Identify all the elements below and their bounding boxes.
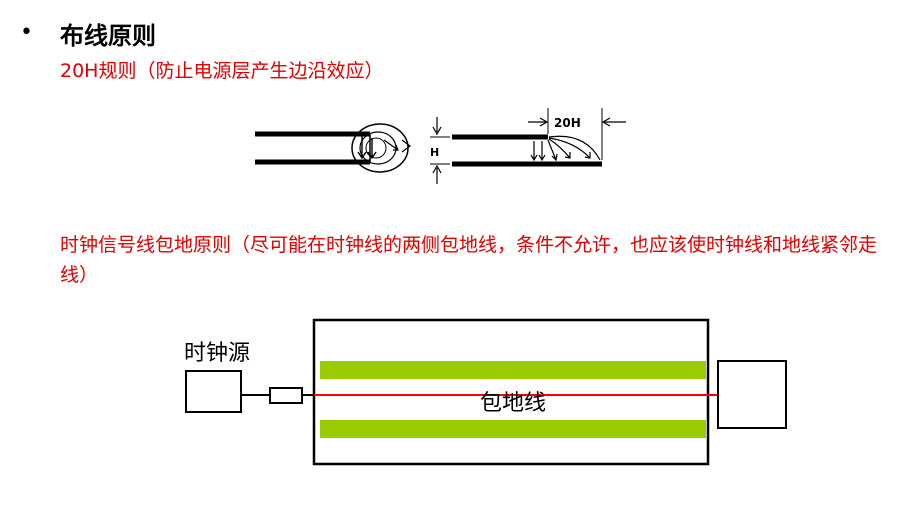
field-arrow-out	[383, 139, 399, 151]
h-dim-arrowhead-bottom	[432, 164, 442, 174]
bullet-marker: •	[20, 20, 33, 45]
clock-source-label: 时钟源	[184, 341, 250, 366]
guard-trace-bottom	[320, 420, 706, 438]
20h-arrowhead-left	[539, 117, 549, 127]
field-arrow-down-2	[367, 138, 377, 160]
20h-rule-diagram: H 20H	[430, 108, 626, 184]
pcb-region	[312, 318, 710, 466]
fringe-arrow-1	[530, 141, 538, 162]
clock-source-box	[185, 370, 242, 413]
fringe-arrow-6	[548, 135, 601, 161]
h-label: H	[430, 146, 439, 159]
guard-trace-label: 包地线	[480, 391, 546, 416]
field-arrow-right	[401, 139, 411, 153]
load-box	[717, 360, 787, 429]
rule-20h-text: 20H规则（防止电源层产生边沿效应）	[60, 60, 384, 82]
rule-clock-text: 时钟信号线包地原则（尽可能在时钟线的两侧包地线，条件不允许，也应该使时钟线和地线…	[60, 234, 878, 286]
fringe-arrow-2	[538, 141, 546, 162]
field-ring-middle	[359, 131, 397, 165]
fringe-arrow-5	[548, 137, 591, 159]
edge-field-diagram	[255, 123, 411, 173]
series-resistor	[269, 387, 303, 404]
field-arrow-down-1	[357, 136, 367, 160]
slide-heading: 布线原则	[60, 22, 156, 50]
clock-guard-diagram: 时钟源 包地线	[184, 318, 787, 466]
guard-trace-top	[320, 361, 706, 379]
fringe-arrow-3	[547, 139, 558, 162]
field-ring-inner	[365, 137, 387, 159]
20h-arrowhead-right	[601, 117, 611, 127]
fringe-arrow-4	[548, 138, 571, 159]
h-dim-arrowhead-top	[432, 126, 442, 136]
20h-label: 20H	[554, 116, 581, 130]
